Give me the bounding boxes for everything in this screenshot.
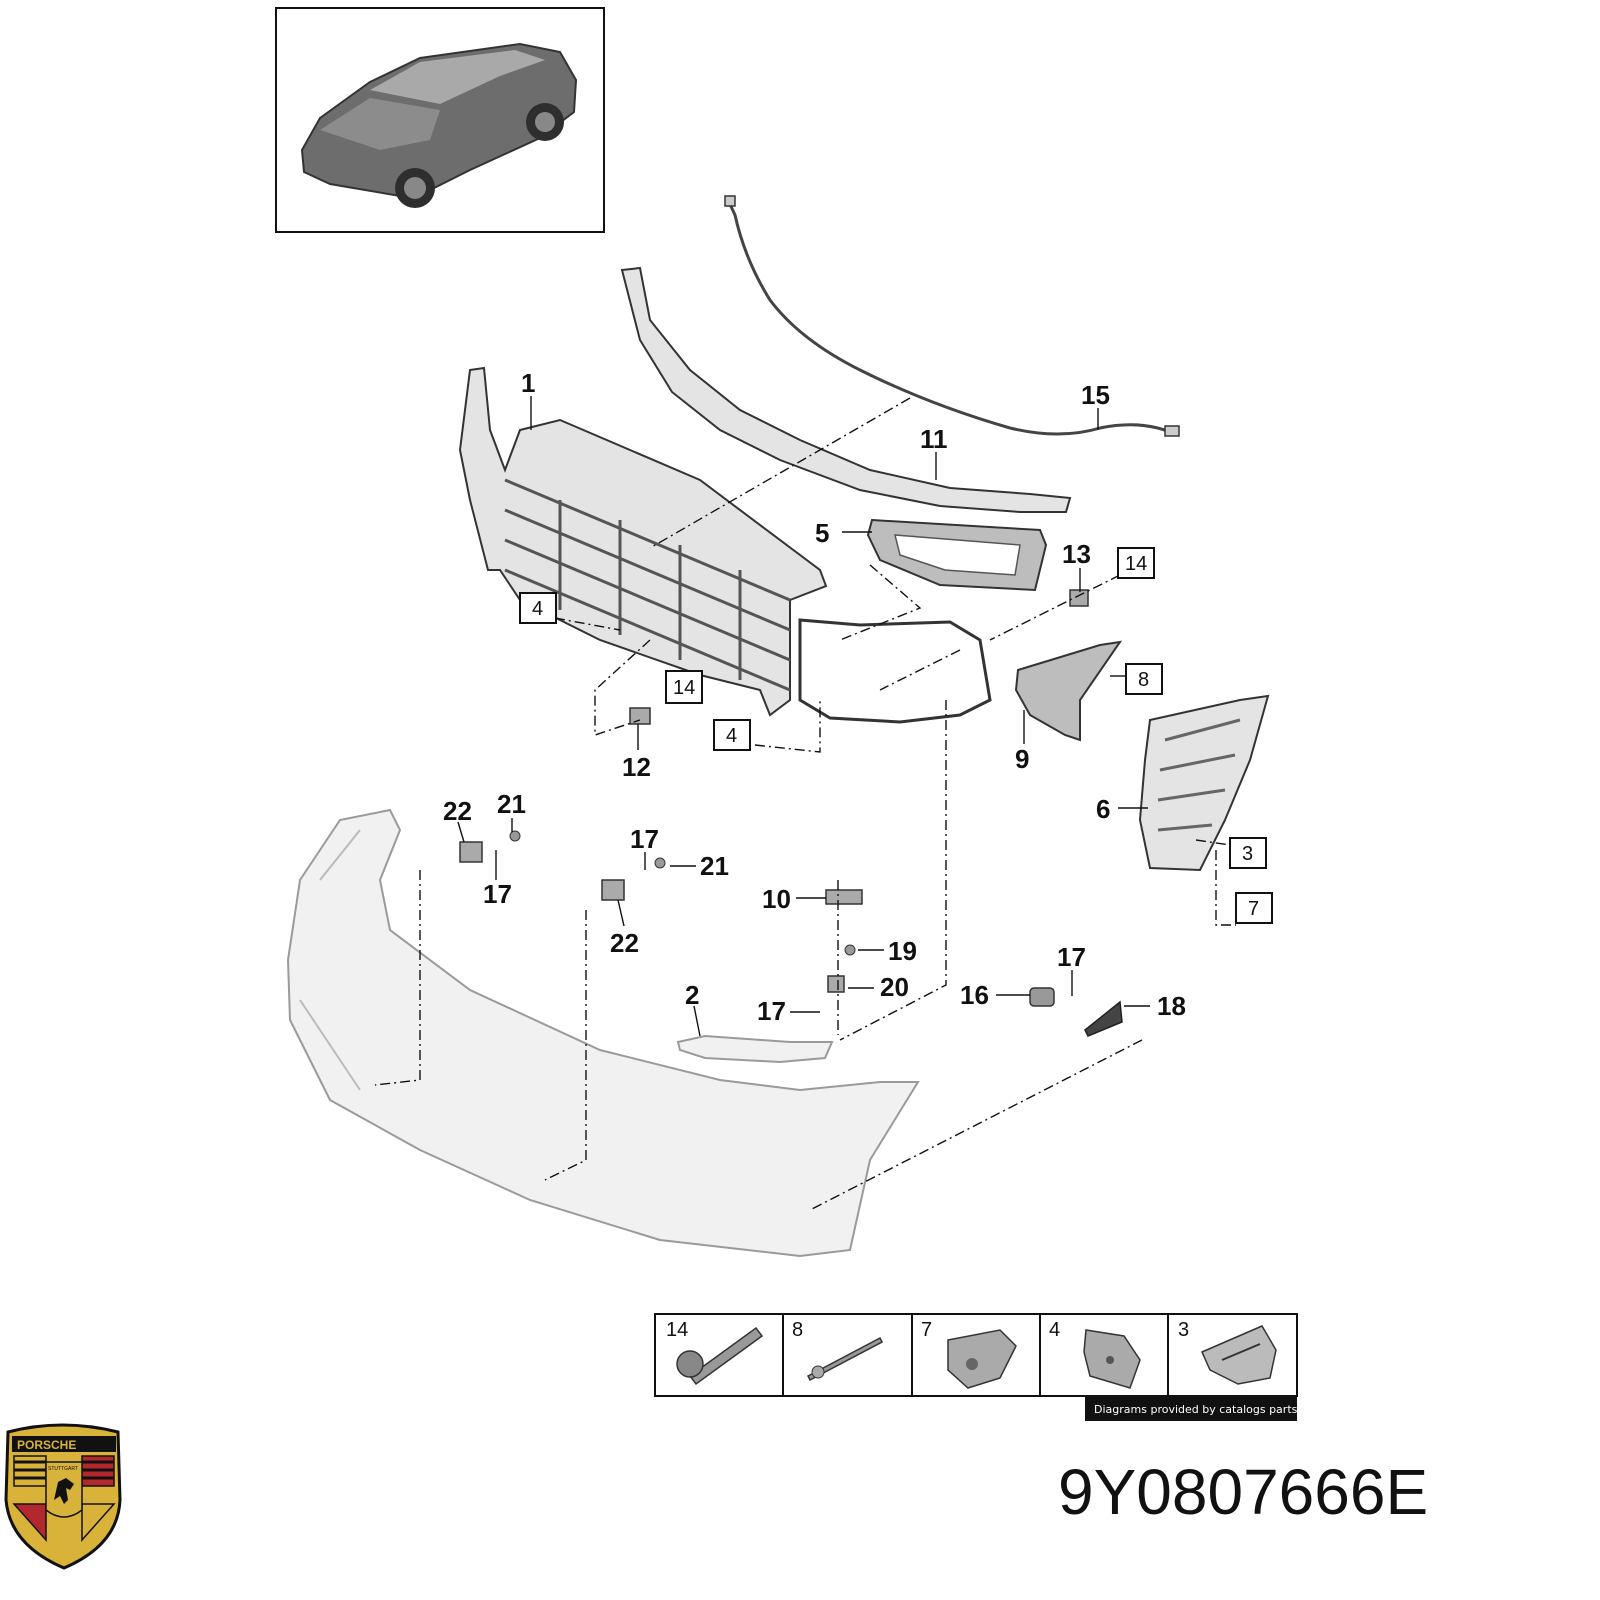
legend-cell-14: 14 <box>666 1319 764 1386</box>
callout-2: 2 <box>685 980 699 1010</box>
grille-carrier-part <box>458 366 828 717</box>
horse-icon <box>54 1478 74 1504</box>
legend-credit: Diagrams provided by catalogs parts <box>1085 1396 1298 1421</box>
speed-nut-icon <box>1083 1329 1141 1389</box>
porsche-crest-icon: PORSCHE STUTTGART <box>4 1423 122 1570</box>
crest-city-text: STUTTGART <box>48 1466 78 1472</box>
callout-17c: 17 <box>757 996 786 1026</box>
callout-13: 13 <box>1062 539 1091 569</box>
callout-labels: 1 2 5 6 9 10 11 12 13 15 16 17 17 17 17 … <box>443 368 1186 1026</box>
parking-sensor-part <box>1029 987 1123 1037</box>
suv-illustration-icon <box>300 42 578 208</box>
callout-22b: 22 <box>610 928 639 958</box>
svg-text:3: 3 <box>1242 843 1253 865</box>
air-duct-part <box>1014 640 1123 742</box>
svg-text:8: 8 <box>1138 669 1149 691</box>
small-fasteners <box>459 589 1089 993</box>
bolt-icon <box>676 1326 764 1386</box>
bumper-cover-part <box>286 808 920 1258</box>
svg-text:14: 14 <box>666 1319 688 1341</box>
vehicle-thumbnail <box>275 7 605 233</box>
svg-text:4: 4 <box>1049 1319 1060 1341</box>
legend-cell-3: 3 <box>1178 1319 1277 1385</box>
callout-9: 9 <box>1015 744 1029 774</box>
energy-absorber-part <box>620 266 1072 513</box>
lower-frame-part <box>798 618 992 724</box>
svg-text:14: 14 <box>1125 553 1147 575</box>
callout-6: 6 <box>1096 794 1110 824</box>
boxed-ref-8: 8 <box>1125 663 1163 695</box>
leader-lines <box>457 396 1150 1037</box>
boxed-ref-14b: 14 <box>665 670 703 704</box>
fastener-legend: 14 8 7 4 <box>654 1313 1298 1421</box>
part-number: 9Y0807666E <box>1058 1456 1428 1528</box>
legend-cell-4: 4 <box>1049 1319 1141 1389</box>
boxed-ref-4b: 4 <box>713 719 751 751</box>
boxed-ref-4a: 4 <box>519 592 557 624</box>
svg-text:14: 14 <box>673 677 695 699</box>
boxed-references: 14 14 4 4 8 3 7 <box>519 547 1273 924</box>
callout-19: 19 <box>888 936 917 966</box>
assembly-lines <box>374 397 1236 1211</box>
callout-11: 11 <box>920 424 948 454</box>
callout-5: 5 <box>815 518 829 548</box>
svg-text:7: 7 <box>1248 898 1259 920</box>
callout-17a: 17 <box>483 879 512 909</box>
callout-16: 16 <box>960 980 989 1010</box>
svg-text:4: 4 <box>726 725 737 747</box>
callout-20: 20 <box>880 972 909 1002</box>
wiring-harness-part <box>726 199 1171 436</box>
crest-brand-text: PORSCHE <box>17 1438 76 1452</box>
callout-21a: 21 <box>497 789 526 819</box>
svg-text:3: 3 <box>1178 1319 1189 1341</box>
callout-21b: 21 <box>700 851 729 881</box>
rivet-icon <box>807 1336 883 1382</box>
svg-text:7: 7 <box>921 1319 932 1341</box>
boxed-ref-3: 3 <box>1229 837 1267 869</box>
callout-12: 12 <box>622 752 651 782</box>
callout-22a: 22 <box>443 796 472 826</box>
legend-cell-8: 8 <box>792 1319 883 1382</box>
callout-15: 15 <box>1081 380 1110 410</box>
callout-10: 10 <box>762 884 791 914</box>
spring-clip-icon <box>1201 1325 1277 1385</box>
callout-17b: 17 <box>630 824 659 854</box>
svg-text:4: 4 <box>532 598 543 620</box>
boxed-ref-7: 7 <box>1235 892 1273 924</box>
lower-trim-strip-part <box>676 1034 834 1064</box>
svg-text:Diagrams provided by catalogs: Diagrams provided by catalogs parts <box>1094 1403 1298 1416</box>
callout-17d: 17 <box>1057 942 1086 972</box>
boxed-ref-14a: 14 <box>1117 547 1155 579</box>
callout-18: 18 <box>1157 991 1186 1021</box>
legend-cell-7: 7 <box>921 1319 1017 1389</box>
clip-nut-icon <box>947 1329 1017 1389</box>
callout-1: 1 <box>521 368 535 398</box>
svg-text:8: 8 <box>792 1319 803 1341</box>
